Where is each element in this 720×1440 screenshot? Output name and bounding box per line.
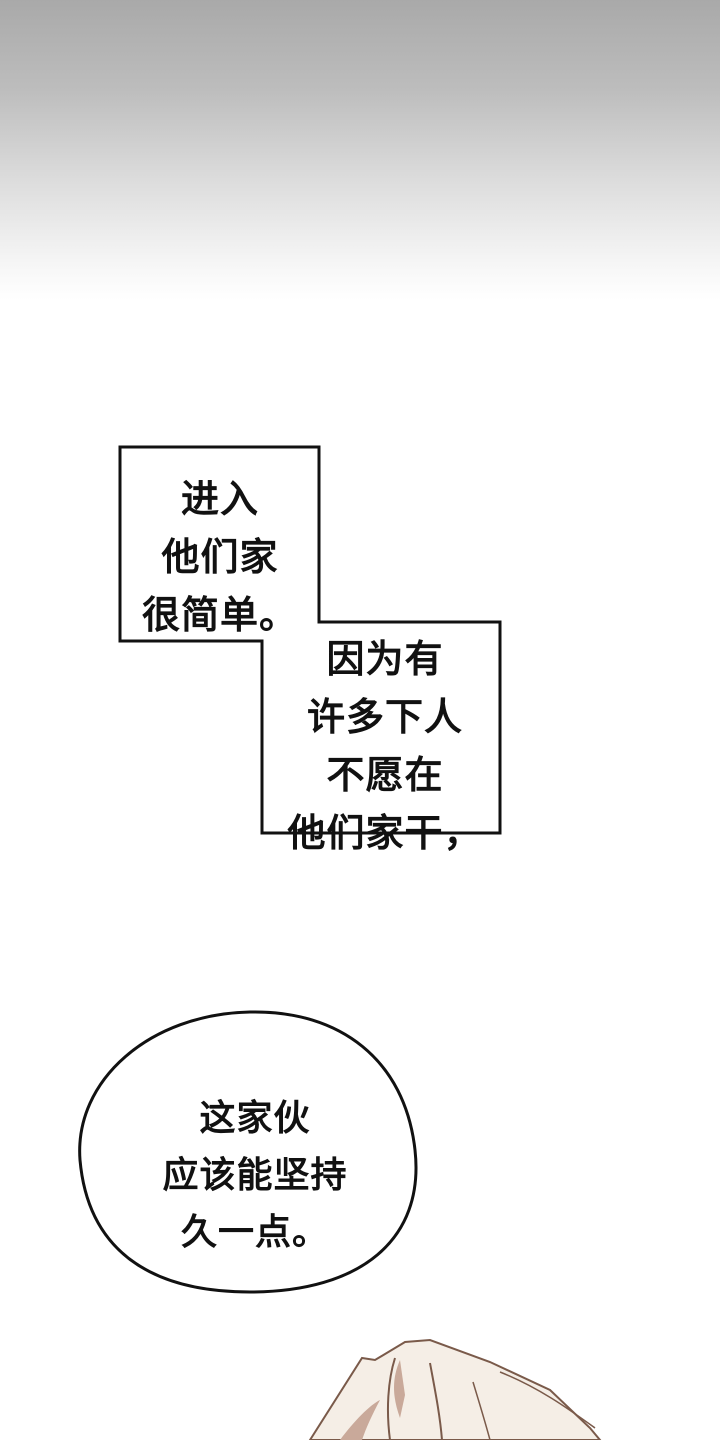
caption-line: 他们家干，	[287, 811, 483, 855]
character-hair-art	[308, 1338, 602, 1440]
caption-line: 很简单。	[141, 593, 298, 637]
caption-text-first: 进入 他们家 很简单。	[130, 470, 310, 644]
caption-line: 许多下人	[306, 695, 463, 739]
caption-line: 不愿在	[326, 753, 444, 797]
caption-line: 他们家	[161, 535, 279, 579]
bubble-line: 这家伙	[199, 1098, 311, 1139]
bubble-line: 久一点。	[180, 1212, 329, 1253]
speech-bubble-text: 这家伙 应该能坚持 久一点。	[110, 1090, 400, 1261]
bubble-line: 应该能坚持	[162, 1155, 348, 1196]
caption-line: 进入	[180, 477, 259, 521]
caption-line: 因为有	[326, 637, 444, 681]
top-gradient-panel	[0, 0, 720, 300]
caption-text-second: 因为有 许多下人 不愿在 他们家干，	[275, 630, 495, 862]
speech-bubble-outline	[78, 1010, 418, 1294]
